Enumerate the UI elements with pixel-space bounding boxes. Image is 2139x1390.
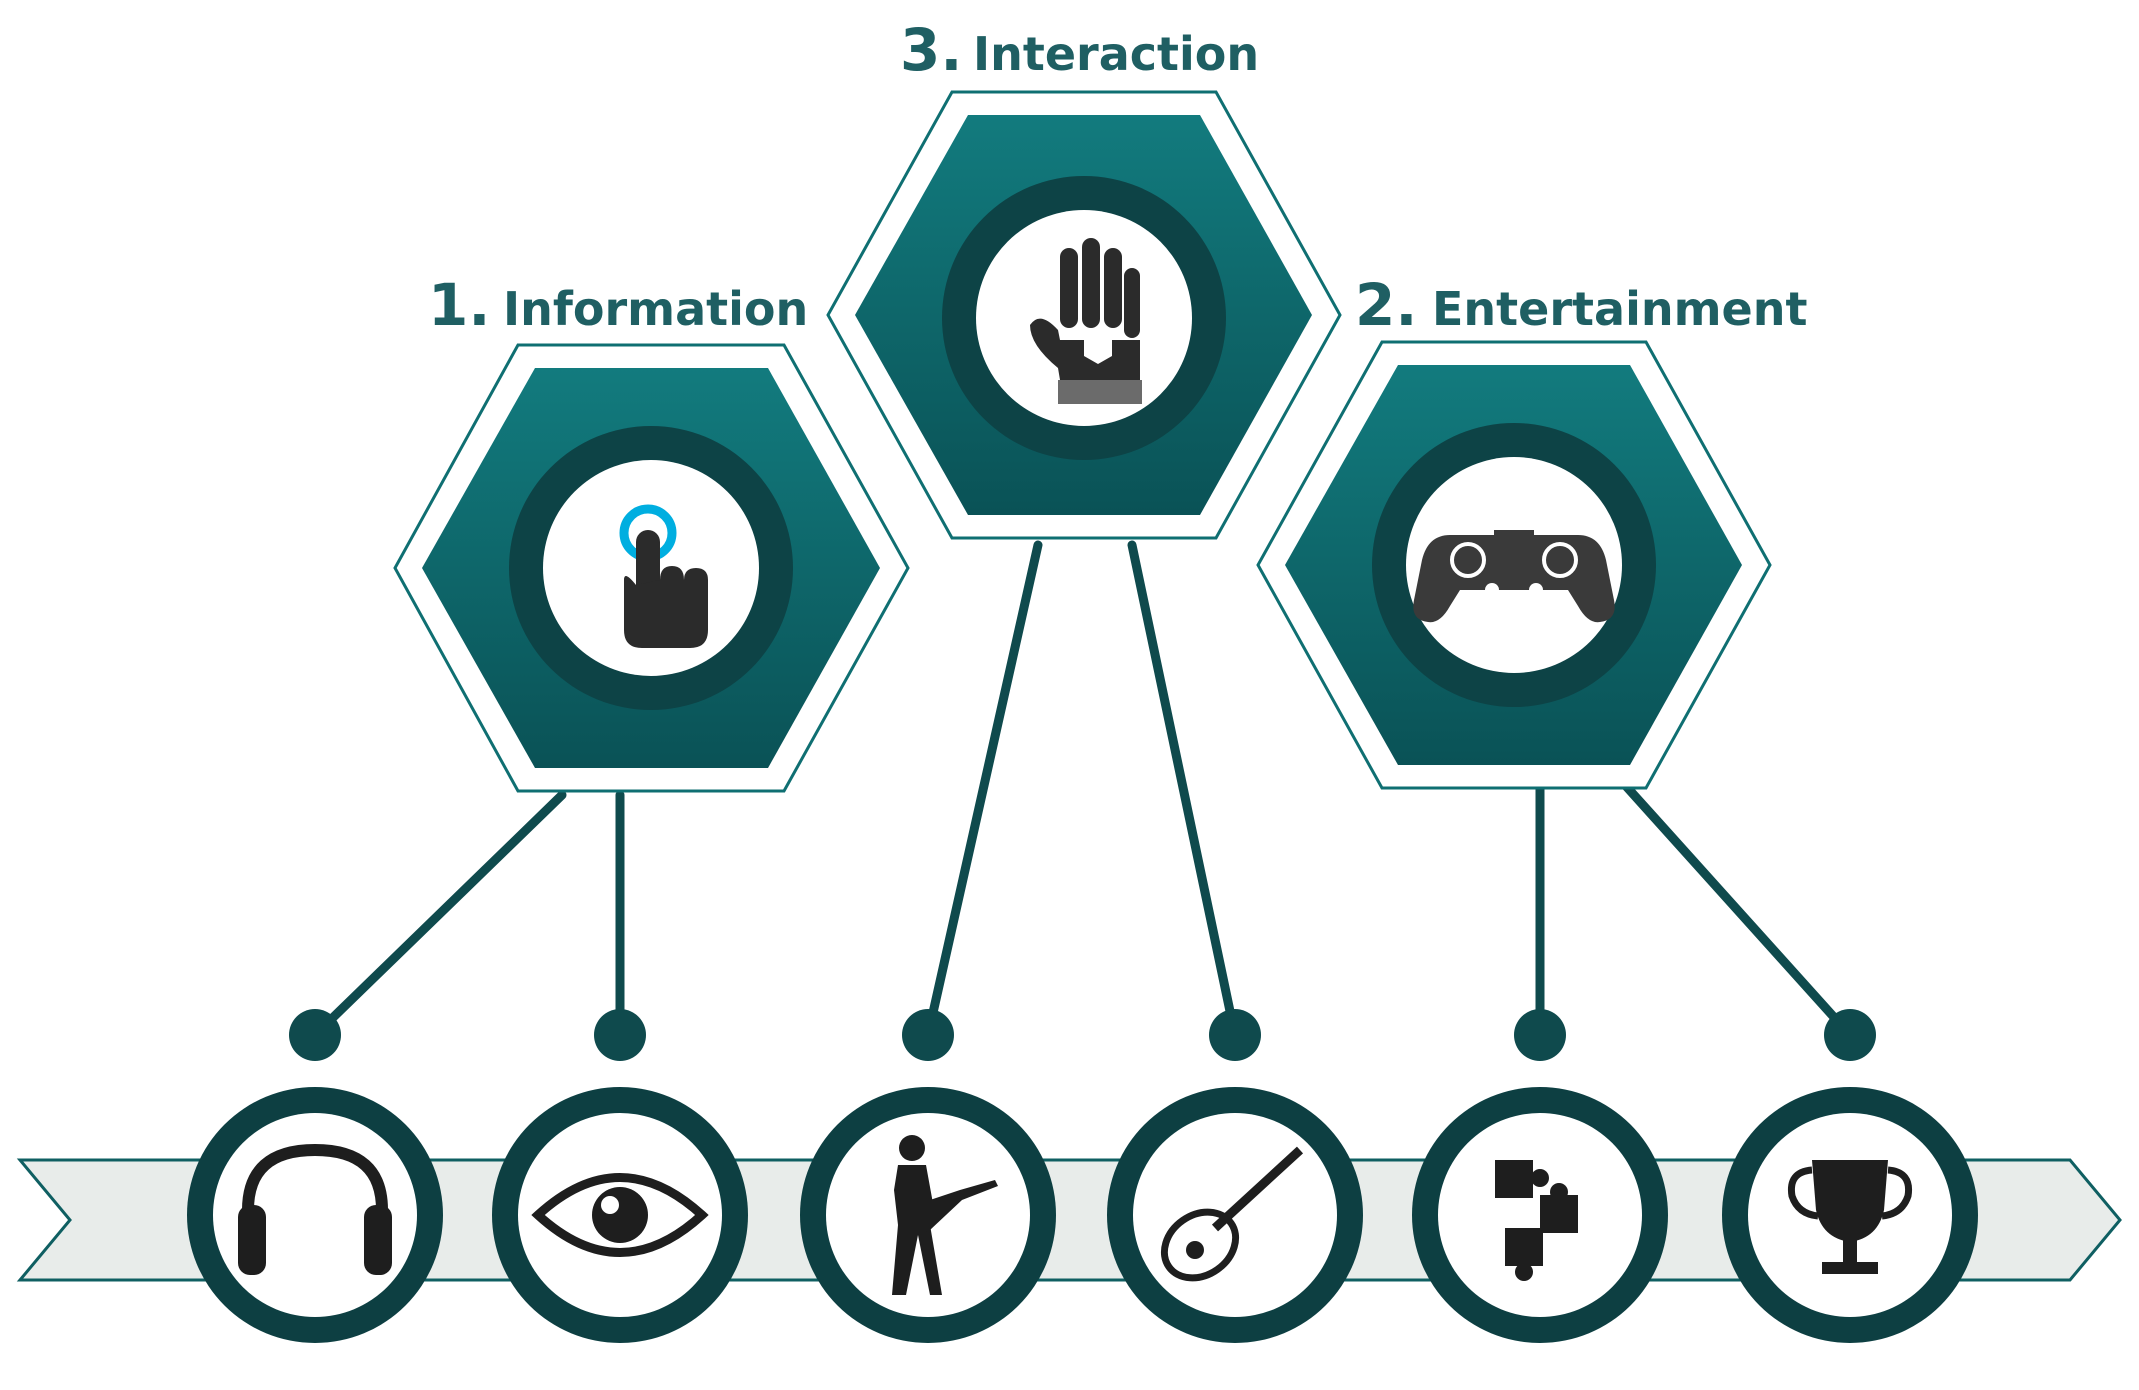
timeline-item-headphones — [187, 1087, 443, 1343]
hexagon-label: Entertainment — [1432, 282, 1807, 336]
hexagon-number: 3. — [900, 16, 962, 84]
connector-dot — [902, 1009, 954, 1061]
connector-dot — [594, 1009, 646, 1061]
connector-dot — [1824, 1009, 1876, 1061]
eye-icon — [531, 1173, 709, 1257]
touch-hand-icon — [619, 504, 708, 648]
trophy-icon — [1787, 1160, 1913, 1274]
hexagon-number: 2. — [1355, 271, 1417, 339]
hexagon-entertainment: 2. Entertainment — [1256, 271, 1807, 790]
connector-line — [1127, 540, 1240, 1040]
hexagon-label: Information — [503, 282, 808, 336]
connector-dots — [289, 1009, 1876, 1061]
gamepad-icon — [1413, 530, 1615, 623]
connector-dot — [1514, 1009, 1566, 1061]
hexagon-number: 1. — [428, 271, 490, 339]
timeline-item-eye — [492, 1087, 748, 1343]
connector-dot — [289, 1009, 341, 1061]
timeline-item-guitarist — [800, 1087, 1056, 1343]
lute-icon — [1160, 1146, 1304, 1282]
timeline-circles — [187, 1087, 1978, 1343]
hexagon-label: Interaction — [973, 27, 1259, 81]
connector-line — [310, 790, 567, 1040]
haptic-glove-icon — [1030, 238, 1142, 404]
hexagon-information: 1. Information — [393, 271, 910, 793]
connector-line — [1620, 780, 1855, 1040]
timeline-item-lute — [1107, 1087, 1363, 1343]
connector-lines — [310, 540, 1855, 1040]
timeline-item-puzzle — [1412, 1087, 1668, 1343]
connector-dot — [1209, 1009, 1261, 1061]
guitarist-icon — [892, 1135, 998, 1295]
connector-line — [923, 540, 1043, 1040]
puzzle-icon — [1495, 1160, 1578, 1281]
hexagon-interaction: 3. Interaction — [826, 16, 1342, 540]
headphones-icon — [238, 1143, 392, 1275]
timeline-item-trophy — [1722, 1087, 1978, 1343]
